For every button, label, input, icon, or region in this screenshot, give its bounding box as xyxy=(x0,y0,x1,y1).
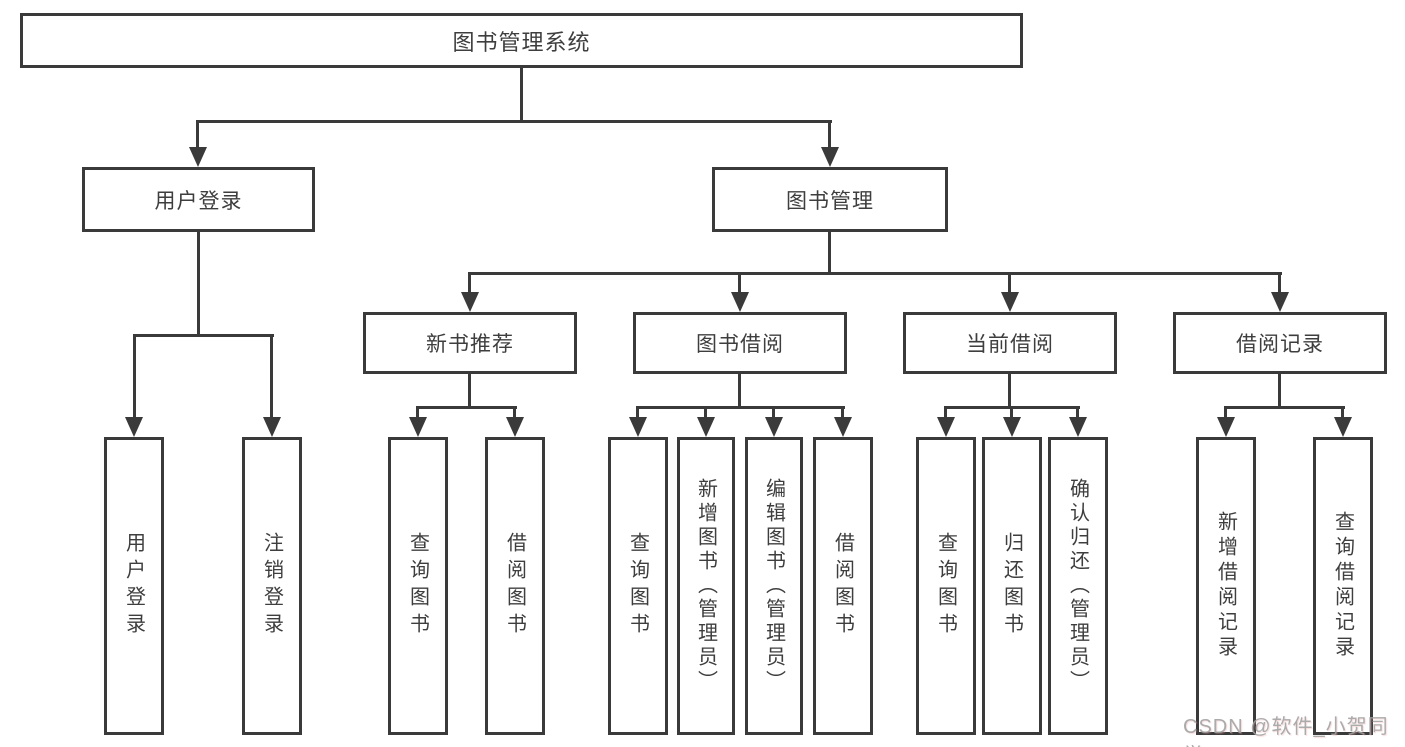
connector-current-drop-2 xyxy=(1010,406,1013,419)
connector-root-drop-right xyxy=(828,120,831,149)
arrow-down-icon xyxy=(629,417,647,437)
arrow-down-icon xyxy=(937,417,955,437)
connector-bookmgmt-drop-3 xyxy=(1008,272,1011,296)
connector-newbook-drop-2 xyxy=(513,406,516,419)
node-current-borrowing: 当前借阅 xyxy=(903,312,1117,374)
arrow-down-icon xyxy=(263,417,281,437)
node-book-management: 图书管理 xyxy=(712,167,948,232)
connector-current-drop-1 xyxy=(944,406,947,419)
arrow-down-icon xyxy=(189,147,207,167)
connector-userlogin-hline xyxy=(133,334,274,337)
leaf-add-borrow-record: 新增借阅记录 xyxy=(1196,437,1256,735)
connector-records-stem xyxy=(1278,374,1281,406)
connector-borrow-stem xyxy=(738,374,741,406)
connector-borrow-drop-4 xyxy=(841,406,844,419)
arrow-down-icon xyxy=(1334,417,1352,437)
connector-bookmgmt-stem xyxy=(828,232,831,272)
connector-borrow-drop-2 xyxy=(704,406,707,419)
leaf-confirm-return-admin: 确认归还（管理员） xyxy=(1048,437,1108,735)
connector-bookmgmt-drop-1 xyxy=(468,272,471,296)
arrow-down-icon xyxy=(125,417,143,437)
arrow-down-icon xyxy=(731,292,749,312)
csdn-watermark: CSDN @软件_小贺同学 xyxy=(1183,716,1389,747)
node-book-borrowing: 图书借阅 xyxy=(633,312,847,374)
arrow-down-icon xyxy=(506,417,524,437)
connector-borrow-drop-3 xyxy=(772,406,775,419)
leaf-add-book-admin: 新增图书（管理员） xyxy=(677,437,735,735)
arrow-down-icon xyxy=(1217,417,1235,437)
connector-newbook-stem xyxy=(468,374,471,406)
connector-root-stem xyxy=(520,68,523,120)
leaf-user-login: 用户登录 xyxy=(104,437,164,735)
arrow-down-icon xyxy=(1001,292,1019,312)
connector-current-drop-3 xyxy=(1076,406,1079,419)
leaf-logout: 注销登录 xyxy=(242,437,302,735)
leaf-edit-book-admin: 编辑图书（管理员） xyxy=(745,437,803,735)
connector-borrow-hline xyxy=(636,406,845,409)
connector-bookmgmt-drop-2 xyxy=(738,272,741,296)
arrow-down-icon xyxy=(409,417,427,437)
connector-newbook-drop-1 xyxy=(416,406,419,419)
arrow-down-icon xyxy=(821,147,839,167)
node-borrowing-records: 借阅记录 xyxy=(1173,312,1387,374)
arrow-down-icon xyxy=(834,417,852,437)
node-root: 图书管理系统 xyxy=(20,13,1023,68)
connector-newbook-hline xyxy=(416,406,517,409)
node-user-login: 用户登录 xyxy=(82,167,315,232)
connector-root-drop-left xyxy=(196,120,199,149)
arrow-down-icon xyxy=(765,417,783,437)
connector-userlogin-drop-right xyxy=(270,334,273,419)
arrow-down-icon xyxy=(1271,292,1289,312)
leaf-query-books: 查询图书 xyxy=(916,437,976,735)
leaf-return-books: 归还图书 xyxy=(982,437,1042,735)
leaf-borrow-books: 借阅图书 xyxy=(485,437,545,735)
connector-records-drop-2 xyxy=(1341,406,1344,419)
leaf-borrow-books: 借阅图书 xyxy=(813,437,873,735)
connector-bookmgmt-hline xyxy=(468,272,1282,275)
connector-userlogin-drop-left xyxy=(133,334,136,419)
connector-bookmgmt-drop-4 xyxy=(1278,272,1281,296)
connector-records-drop-1 xyxy=(1224,406,1227,419)
arrow-down-icon xyxy=(1003,417,1021,437)
node-new-book-recommendation: 新书推荐 xyxy=(363,312,577,374)
leaf-query-borrow-record: 查询借阅记录 xyxy=(1313,437,1373,735)
connector-records-hline xyxy=(1224,406,1345,409)
arrow-down-icon xyxy=(1069,417,1087,437)
connector-current-stem xyxy=(1008,374,1011,406)
leaf-query-books: 查询图书 xyxy=(388,437,448,735)
arrow-down-icon xyxy=(697,417,715,437)
arrow-down-icon xyxy=(461,292,479,312)
connector-root-hline xyxy=(197,120,832,123)
connector-userlogin-stem xyxy=(197,232,200,334)
connector-borrow-drop-1 xyxy=(636,406,639,419)
leaf-query-books: 查询图书 xyxy=(608,437,668,735)
